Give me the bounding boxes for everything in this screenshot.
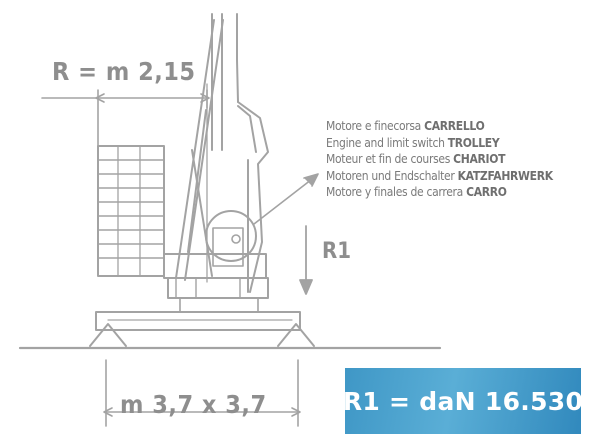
trolley-marker (205, 210, 257, 262)
outrigger-feet (89, 323, 315, 347)
reaction-label: R1 (322, 239, 352, 264)
radius-dimension (41, 89, 210, 147)
callout-leader (253, 173, 319, 225)
jib-struts (175, 19, 224, 281)
trolley-callout: Motore e finecorsa CARRELLO Engine and l… (326, 118, 553, 201)
base-dimension-label: m 3,7 x 3,7 (120, 390, 267, 419)
ballast-stack (97, 145, 165, 277)
callout-line-fr: Moteur et fin de courses CHARIOT (326, 152, 506, 167)
callout-line-es: Motore y finales de carrera CARRO (326, 185, 507, 200)
result-value: R1 = daN 16.530 (342, 386, 584, 416)
turntable-frame (163, 253, 269, 313)
base-slab (95, 311, 301, 331)
reaction-arrow (299, 225, 313, 295)
callout-line-it: Motore e finecorsa CARRELLO (326, 119, 485, 133)
radius-dimension-label: R = m 2,15 (52, 57, 196, 86)
boom-column (236, 59, 269, 293)
callout-line-en: Engine and limit switch TROLLEY (326, 135, 500, 150)
trolley-motor (212, 227, 244, 267)
result-badge: R1 = daN 16.530 (342, 368, 584, 434)
tower-mast (211, 13, 238, 151)
base-dimension (103, 359, 301, 427)
callout-line-de: Motoren und Endschalter KATZFAHRWERK (326, 168, 553, 183)
